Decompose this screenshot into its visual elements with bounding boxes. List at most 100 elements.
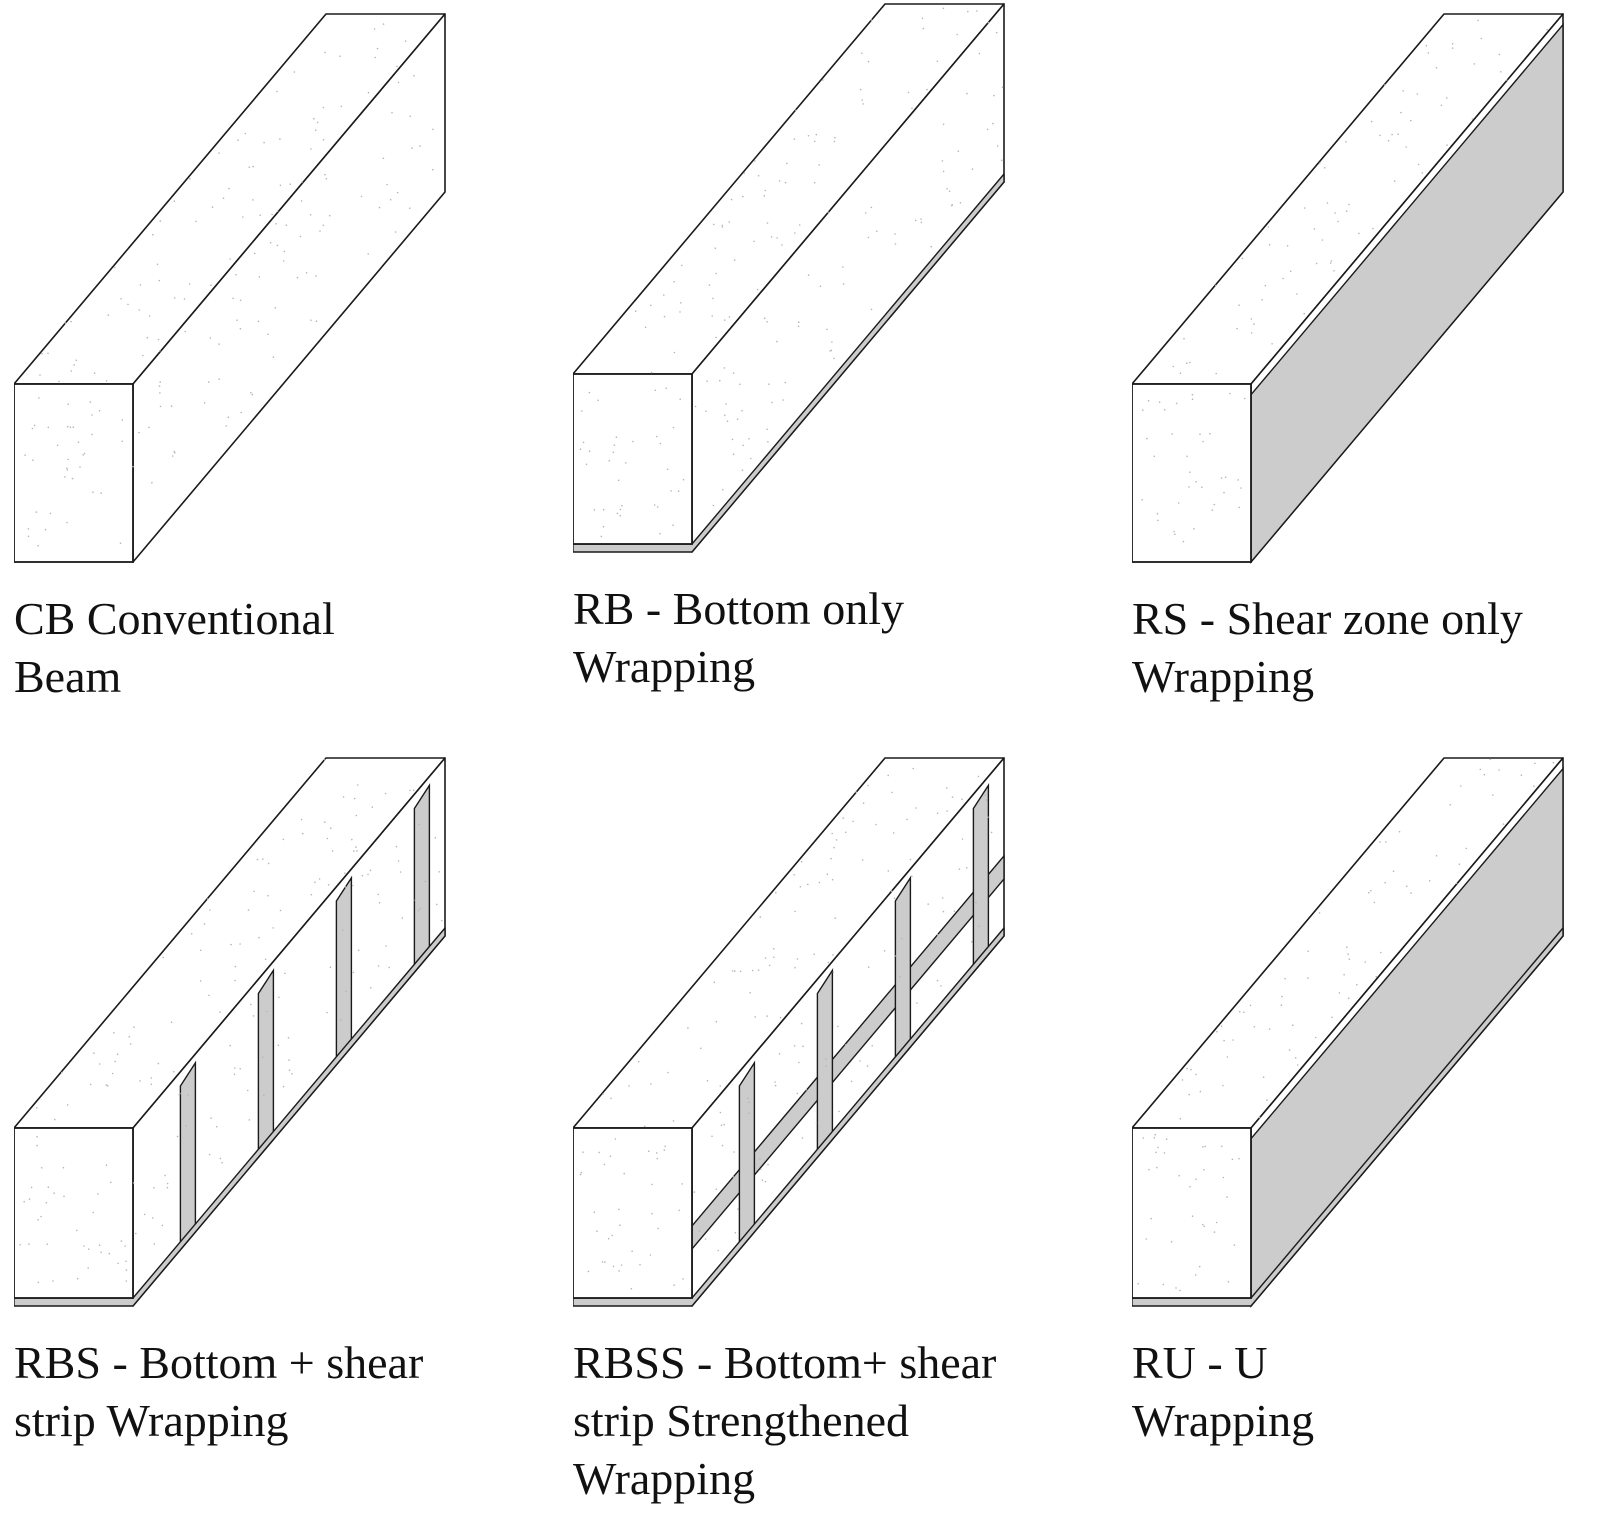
caption-line: Wrapping <box>1132 651 1315 702</box>
concrete-speckle <box>325 177 328 180</box>
concrete-speckle <box>748 1101 750 1104</box>
concrete-speckle <box>1243 1011 1245 1013</box>
concrete-speckle <box>1520 774 1523 776</box>
concrete-speckle <box>244 132 247 135</box>
concrete-speckle <box>239 1068 241 1070</box>
concrete-speckle <box>723 1123 725 1126</box>
concrete-speckle <box>1232 1039 1234 1041</box>
concrete-speckle <box>961 798 963 801</box>
beam-cross-section <box>573 1127 693 1299</box>
concrete-speckle <box>611 1234 613 1237</box>
concrete-speckle <box>252 165 254 168</box>
concrete-speckle <box>911 875 913 878</box>
concrete-speckle <box>887 870 890 872</box>
concrete-speckle <box>1284 977 1286 980</box>
concrete-speckle <box>1471 118 1474 120</box>
concrete-speckle <box>1318 912 1321 914</box>
concrete-speckle <box>143 1213 146 1216</box>
concrete-speckle <box>619 1224 621 1226</box>
concrete-speckle <box>93 1052 95 1054</box>
concrete-speckle <box>764 1180 767 1183</box>
concrete-speckle <box>864 212 867 214</box>
concrete-speckle <box>1480 37 1483 40</box>
concrete-speckle <box>316 121 319 124</box>
concrete-speckle <box>827 211 829 213</box>
concrete-speckle <box>603 1163 606 1166</box>
concrete-speckle <box>357 949 360 951</box>
concrete-speckle <box>650 1083 652 1085</box>
concrete-speckle <box>209 909 211 911</box>
concrete-speckle <box>314 881 316 883</box>
concrete-speckle <box>258 936 260 939</box>
frp-shear-strip <box>413 783 431 975</box>
concrete-speckle <box>36 1107 38 1109</box>
concrete-speckle <box>228 187 230 190</box>
concrete-speckle <box>1373 901 1376 904</box>
concrete-speckle <box>1186 455 1188 458</box>
concrete-speckle <box>835 839 838 841</box>
concrete-speckle <box>1266 1099 1268 1101</box>
concrete-speckle <box>184 330 186 333</box>
concrete-speckle <box>1157 1146 1159 1149</box>
frp-shear-strip <box>894 875 912 1067</box>
concrete-speckle <box>844 831 847 834</box>
concrete-speckle <box>1181 1079 1184 1081</box>
concrete-speckle <box>185 1125 187 1127</box>
concrete-speckle <box>838 1110 840 1113</box>
concrete-speckle <box>813 140 816 143</box>
concrete-speckle <box>367 253 370 255</box>
concrete-speckle <box>860 1026 862 1029</box>
concrete-speckle <box>326 837 329 840</box>
concrete-speckle <box>1334 212 1336 214</box>
concrete-speckle <box>995 31 998 34</box>
concrete-speckle <box>64 322 67 324</box>
concrete-speckle <box>1347 953 1349 955</box>
concrete-speckle <box>831 341 833 343</box>
concrete-speckle <box>47 352 49 355</box>
concrete-speckle <box>279 184 282 187</box>
concrete-speckle <box>867 966 870 968</box>
concrete-speckle <box>110 1181 112 1184</box>
concrete-speckle <box>728 221 730 223</box>
concrete-speckle <box>100 492 102 494</box>
concrete-speckle <box>344 886 347 888</box>
concrete-speckle <box>619 508 622 511</box>
concrete-speckle <box>1175 402 1178 405</box>
concrete-speckle <box>990 831 993 834</box>
concrete-speckle <box>673 1284 675 1286</box>
concrete-speckle <box>936 60 939 63</box>
concrete-speckle <box>352 971 355 974</box>
beam-panel-rbs: RBS - Bottom + shear strip Wrapping <box>14 744 534 1484</box>
concrete-speckle <box>867 784 869 787</box>
concrete-speckle <box>1391 133 1393 136</box>
concrete-speckle <box>698 1230 701 1232</box>
concrete-speckle <box>1268 1028 1271 1030</box>
concrete-speckle <box>1409 119 1412 122</box>
concrete-speckle <box>852 820 854 823</box>
concrete-speckle <box>951 796 954 798</box>
concrete-speckle <box>183 298 186 300</box>
concrete-speckle <box>1268 244 1271 246</box>
concrete-speckle <box>760 1168 762 1171</box>
concrete-speckle <box>656 1157 659 1160</box>
concrete-speckle <box>77 441 80 444</box>
concrete-speckle <box>656 1152 658 1154</box>
concrete-speckle <box>956 33 958 36</box>
concrete-speckle <box>992 122 994 125</box>
concrete-speckle <box>891 791 893 794</box>
concrete-speckle <box>895 955 897 957</box>
concrete-speckle <box>1421 172 1424 174</box>
concrete-speckle <box>909 858 912 861</box>
concrete-speckle <box>920 221 923 224</box>
concrete-speckle <box>870 19 873 21</box>
concrete-speckle <box>1179 1289 1181 1292</box>
concrete-speckle <box>378 206 381 209</box>
concrete-speckle <box>1397 133 1399 135</box>
concrete-speckle <box>125 1260 127 1263</box>
beam-drawing-rb <box>573 3 1005 553</box>
concrete-speckle <box>178 1093 181 1096</box>
concrete-speckle <box>615 436 618 439</box>
concrete-speckle <box>1253 1026 1256 1028</box>
concrete-speckle <box>1231 1158 1234 1161</box>
concrete-speckle <box>667 1071 669 1074</box>
